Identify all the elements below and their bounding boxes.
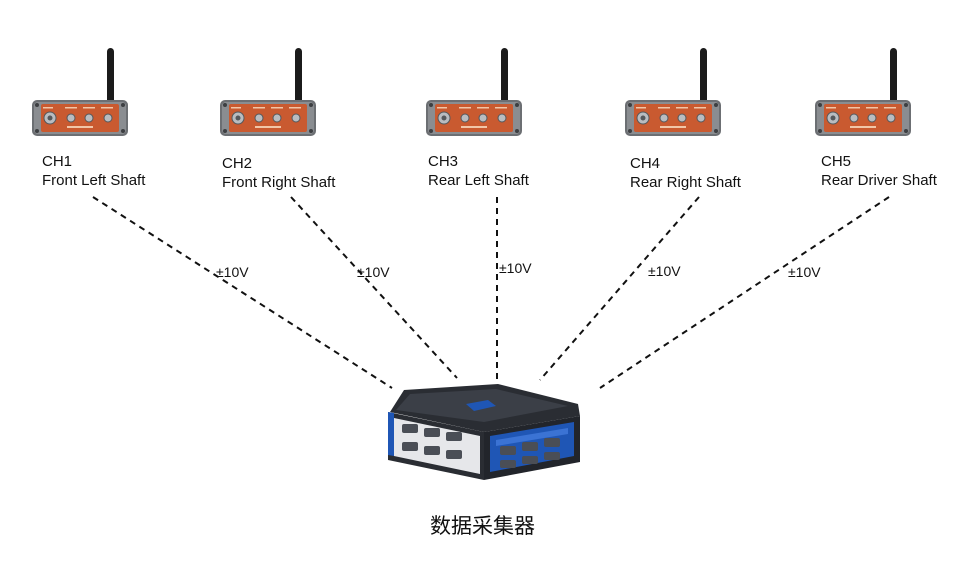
- channel-label: CH3: [428, 153, 459, 170]
- transmitter-ch4-icon: [624, 47, 722, 137]
- sensor-name: Rear Driver Shaft: [821, 172, 937, 189]
- sensor-name: Front Right Shaft: [222, 174, 336, 191]
- sensor-name: Rear Left Shaft: [428, 172, 529, 189]
- voltage-label-ch3: ±10V: [499, 260, 532, 276]
- sensor-label-ch2: CH2 Front Right Shaft: [222, 154, 335, 192]
- sensor-label-ch4: CH4 Rear Right Shaft: [630, 154, 741, 192]
- voltage-label-ch5: ±10V: [788, 264, 821, 280]
- device-caption: 数据采集器: [430, 514, 535, 538]
- connection-line-ch5: [599, 196, 890, 389]
- channel-label: CH5: [821, 153, 852, 170]
- data-acquisition-device-icon: [388, 384, 580, 480]
- sensor-label-ch5: CH5 Rear Driver Shaft: [821, 152, 937, 190]
- sensor-name: Front Left Shaft: [42, 172, 146, 189]
- channel-label: CH4: [630, 155, 661, 172]
- transmitter-ch1-icon: [31, 47, 129, 137]
- sensor-name: Rear Right Shaft: [630, 174, 741, 191]
- connection-line-ch4: [539, 196, 700, 381]
- sensor-label-ch3: CH3 Rear Left Shaft: [428, 152, 529, 190]
- voltage-label-ch1: ±10V: [216, 264, 249, 280]
- channel-label: CH2: [222, 155, 253, 172]
- connection-line-ch2: [290, 196, 458, 379]
- transmitter-ch5-icon: [814, 47, 912, 137]
- connection-line-ch1: [92, 196, 393, 389]
- sensor-label-ch1: CH1 Front Left Shaft: [42, 152, 145, 190]
- voltage-label-ch4: ±10V: [648, 263, 681, 279]
- transmitter-ch2-icon: [219, 47, 317, 137]
- channel-label: CH1: [42, 153, 73, 170]
- voltage-label-ch2: ±10V: [357, 264, 390, 280]
- transmitter-ch3-icon: [425, 47, 523, 137]
